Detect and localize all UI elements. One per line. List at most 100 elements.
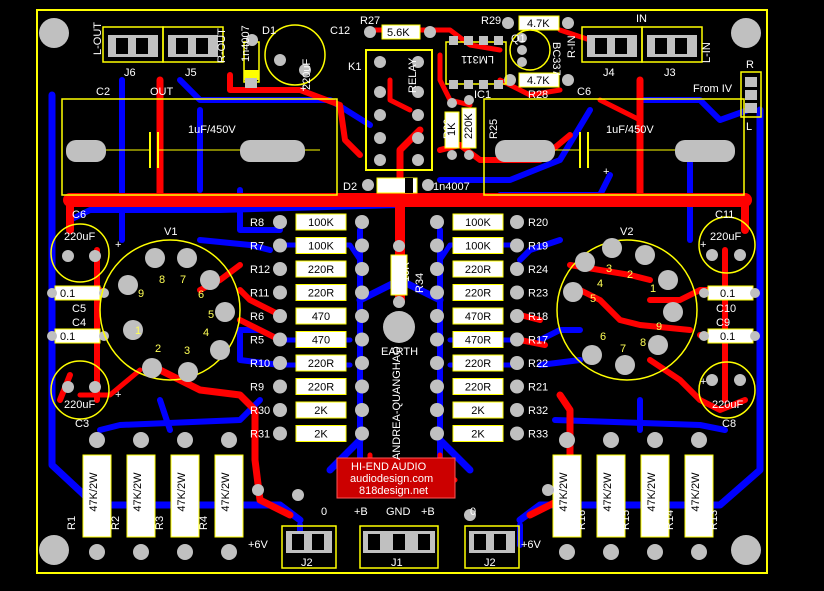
label-c11: C11: [715, 209, 734, 221]
resistor-ref-right: R24: [528, 264, 548, 276]
relay-k1: [365, 49, 433, 171]
label-c9: C9: [716, 317, 730, 329]
label-l-out: L-OUT: [92, 22, 104, 55]
label-r-in: R-IN: [566, 35, 578, 58]
via-pad: [464, 509, 476, 521]
power-resistor-value: 47K/2W: [220, 472, 232, 512]
v1-pin-label: 4: [203, 327, 209, 339]
labels: L-OUT R-OUT J6 J5 OUT C2 1uF/450V D1 1n4…: [60, 13, 754, 569]
label-zero-b: 0: [470, 506, 476, 518]
earth-pad: [383, 240, 415, 343]
resistor-ref-left: R7: [250, 241, 264, 253]
v2-pin-label: 4: [597, 278, 603, 290]
label-v2: V2: [620, 226, 633, 238]
v2-pin-label: 6: [600, 331, 606, 343]
resistor-ref-right: R22: [528, 358, 548, 370]
resistor-value-left: 2K: [314, 429, 328, 441]
label-zero-a: 0: [321, 506, 327, 518]
label-r29-val: 4.7K: [527, 18, 550, 30]
connector-j2-right: [464, 525, 520, 569]
power-resistor-ref: R16: [576, 510, 588, 530]
label-ic1: IC1: [474, 89, 491, 101]
v2-pin-label: 7: [620, 343, 626, 355]
diode-d1: [243, 34, 260, 88]
resistor-ref-right: R20: [528, 217, 548, 229]
label-c8: C8: [722, 418, 736, 430]
label-l-in: L-IN: [701, 42, 713, 63]
resistor-ref-right: R33: [528, 429, 548, 441]
resistor-value-right: 2K: [471, 429, 485, 441]
label-r25-val: 220K: [463, 113, 475, 139]
label-d1-val: 1n4007: [240, 25, 252, 62]
via-pad: [542, 484, 554, 496]
v1-pin-label: 2: [155, 343, 161, 355]
capacitor-c12: [264, 24, 326, 86]
resistor-r27: [364, 24, 436, 40]
label-r26-val: 1K: [446, 122, 458, 136]
resistor-value-left: 220R: [308, 358, 334, 370]
resistor-ref-left: R9: [250, 382, 264, 394]
label-c10-val: 0.1: [720, 288, 735, 300]
transistor-q1: [509, 29, 551, 71]
label-r34-val: 10R: [400, 262, 412, 282]
v2-pin-label: 5: [590, 293, 596, 305]
label-r29: R29: [481, 15, 501, 27]
label-j4: J4: [603, 67, 615, 79]
label-r-out: R-OUT: [216, 28, 228, 63]
v1-pin-label: 3: [184, 345, 190, 357]
label-out: OUT: [150, 86, 174, 98]
ic-ic1: [445, 36, 507, 89]
resistor-value-left: 220R: [308, 288, 334, 300]
v2-pin-label: 2: [627, 269, 633, 281]
label-plus-b-a: +B: [354, 506, 368, 518]
label-q1-val: BC337: [550, 42, 562, 76]
resistor-ref-left: R31: [250, 429, 270, 441]
svg-text:+: +: [700, 376, 706, 388]
resistor-value-left: 220R: [308, 264, 334, 276]
label-l: L: [746, 121, 752, 133]
resistor-ref-right: R19: [528, 241, 548, 253]
capacitor-c8: [698, 361, 756, 419]
label-k1: K1: [348, 61, 361, 73]
resistor-value-right: 470R: [465, 311, 491, 323]
brand-line1: HI-END AUDIO: [351, 461, 427, 473]
resistor-ref-right: R23: [528, 288, 548, 300]
svg-text:+: +: [300, 83, 306, 95]
resistor-ref-right: R21: [528, 382, 548, 394]
resistor-value-left: 470: [312, 311, 330, 323]
mounting-hole: [39, 18, 69, 48]
connector-j5: [162, 26, 224, 63]
mounting-hole: [39, 535, 69, 565]
power-resistor-ref: R1: [66, 516, 78, 530]
connector-j3: [641, 26, 703, 63]
label-r28: R28: [528, 89, 548, 101]
power-resistor-ref: R14: [664, 510, 676, 530]
tube-socket-v2: [556, 238, 698, 381]
power-resistor-value: 47K/2W: [176, 472, 188, 512]
power-resistor-value: 47K/2W: [646, 472, 658, 512]
tube-socket-v1: [99, 239, 241, 382]
power-resistor-ref: R3: [154, 516, 166, 530]
top-copper-traces: [57, 27, 752, 519]
resistor-ref-left: R30: [250, 405, 270, 417]
label-gnd: GND: [386, 506, 411, 518]
v1-pin-label: 8: [159, 274, 165, 286]
capacitor-c2: [61, 98, 338, 196]
label-plus-b-b: +B: [421, 506, 435, 518]
power-resistor-value: 47K/2W: [132, 472, 144, 512]
resistor-column-right: R20100KR19100KR24220RR23220RR18470RR1747…: [430, 213, 548, 442]
from-iv-connector: [740, 71, 762, 118]
label-j6: J6: [124, 67, 136, 79]
tube-pin-labels: 1 2 3 4 5 6 7 8 9 5 4 3 2 1 9 8 7 6: [135, 263, 662, 357]
resistor-r29: [502, 15, 574, 31]
label-j3: J3: [664, 67, 676, 79]
label-6v-b: +6V: [521, 539, 542, 551]
brand-line2: audiodesign.com: [350, 473, 433, 485]
brand-line3: 818design.net: [359, 485, 428, 497]
power-resistor-value: 47K/2W: [690, 472, 702, 512]
v2-pin-label: 9: [656, 321, 662, 333]
resistor-value-left: 100K: [308, 241, 334, 253]
svg-text:+: +: [115, 389, 121, 401]
label-r25: R25: [488, 119, 500, 139]
